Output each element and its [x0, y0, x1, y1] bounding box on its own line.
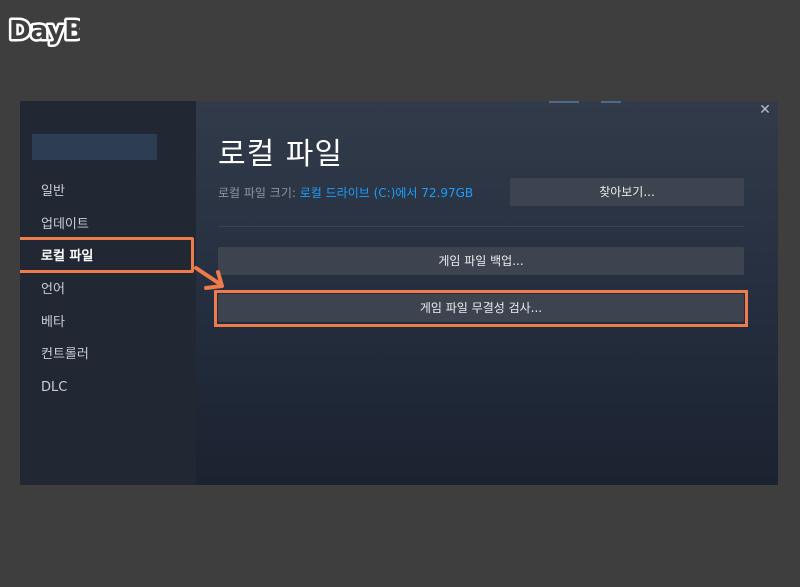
- arrow-annotation-icon: [194, 266, 224, 290]
- main-panel: ✕ 로컬 파일 로컬 파일 크기: 로컬 드라이브 (C:)에서 72.97GB…: [196, 101, 778, 485]
- sidebar-item-controller[interactable]: 컨트롤러: [41, 347, 89, 362]
- sidebar-item-local-files[interactable]: 로컬 파일: [41, 249, 94, 264]
- game-properties-dialog: 일반 업데이트 로컬 파일 언어 베타 컨트롤러 DLC ✕ 로컬 파일 로컬 …: [20, 101, 778, 485]
- divider: [218, 226, 744, 227]
- size-label: 로컬 파일 크기:: [218, 186, 300, 200]
- dayb-logo: DayB: [7, 14, 81, 49]
- game-banner: [32, 134, 157, 160]
- sidebar: 일반 업데이트 로컬 파일 언어 베타 컨트롤러 DLC: [20, 101, 196, 485]
- tab-indicator: [601, 101, 621, 103]
- verify-button-highlight-annotation: [214, 290, 748, 327]
- close-icon[interactable]: ✕: [759, 102, 771, 118]
- sidebar-item-language[interactable]: 언어: [41, 282, 65, 297]
- sidebar-item-general[interactable]: 일반: [41, 184, 65, 199]
- verify-game-files-button[interactable]: 게임 파일 무결성 검사...: [218, 294, 744, 322]
- svg-text:DayB: DayB: [9, 16, 80, 46]
- browse-button[interactable]: 찾아보기...: [510, 178, 744, 206]
- size-value-link[interactable]: 로컬 드라이브 (C:)에서 72.97GB: [299, 186, 474, 200]
- backup-game-files-button[interactable]: 게임 파일 백업...: [218, 247, 744, 275]
- local-files-size: 로컬 파일 크기: 로컬 드라이브 (C:)에서 72.97GB: [218, 184, 473, 201]
- sidebar-item-beta[interactable]: 베타: [41, 315, 65, 330]
- sidebar-item-updates[interactable]: 업데이트: [41, 217, 89, 232]
- sidebar-item-dlc[interactable]: DLC: [41, 380, 68, 395]
- sidebar-highlight-annotation: [20, 237, 194, 273]
- tab-indicator: [549, 101, 579, 103]
- page-title: 로컬 파일: [218, 137, 343, 172]
